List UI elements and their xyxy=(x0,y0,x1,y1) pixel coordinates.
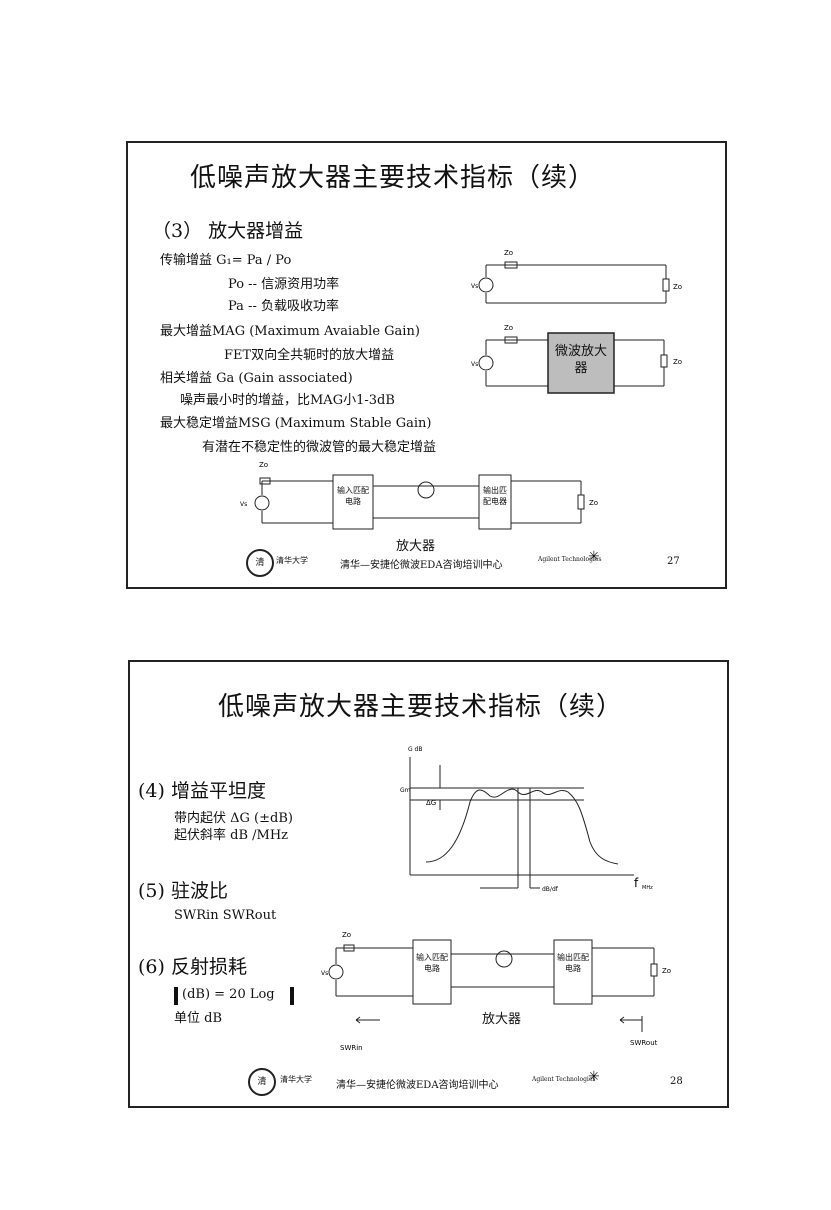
circuit-diagram-amplifier xyxy=(254,474,585,530)
po-definition: Po -- 信源资用功率 xyxy=(228,277,340,292)
ga-description: 噪声最小时的增益，比MAG小1-3dB xyxy=(180,393,395,408)
ripple-slope-text: 起伏斜率 dB /MHz xyxy=(174,828,289,843)
slide-title: 低噪声放大器主要技术指标（续） xyxy=(218,692,624,722)
gain-ripple-text: 带内起伏 ΔG (±dB) xyxy=(174,811,293,826)
pa-definition: Pa -- 负载吸收功率 xyxy=(228,299,339,314)
graph-dg-label: ΔG xyxy=(426,799,436,807)
vs-label-3: Vs xyxy=(240,501,247,508)
university-logo: 清 xyxy=(248,1068,276,1096)
amplifier-caption: 放大器 xyxy=(482,1012,522,1027)
ga-text: 相关增益 Ga (Gain associated) xyxy=(160,371,353,386)
vs-label-2: Vs xyxy=(471,361,478,368)
slide-title: 低噪声放大器主要技术指标（续） xyxy=(190,163,596,193)
gamma-magnitude-icon xyxy=(290,987,294,1005)
zl-label-1: Zo xyxy=(673,283,682,291)
agilent-text: Agilent Technologies xyxy=(532,1076,596,1083)
zl-label-3: Zo xyxy=(589,499,598,507)
item-return-loss: (6) 反射损耗 xyxy=(138,956,247,978)
output-matching-label: 输出匹配电器 xyxy=(483,486,507,506)
zo-label-load: Zo xyxy=(662,967,671,975)
swr-in-label: SWRin xyxy=(340,1044,363,1052)
page-number: 27 xyxy=(667,556,680,567)
swr-out-label: SWRout xyxy=(630,1039,658,1047)
return-loss-formula: (dB) = 20 Log xyxy=(182,987,275,1002)
gamma-symbol-icon xyxy=(174,987,178,1005)
item-gain-flatness: (4) 增益平坦度 xyxy=(138,780,266,802)
graph-slope-label: dB/df xyxy=(542,886,559,893)
university-name: 清华大学 xyxy=(280,1075,312,1084)
graph-gm-label: Gm xyxy=(400,787,411,794)
graph-y-label: G dB xyxy=(408,746,422,753)
amplifier-caption: 放大器 xyxy=(396,539,436,554)
input-matching-label: 输入匹配电路 xyxy=(337,486,369,506)
university-logo: 清 xyxy=(246,549,274,577)
vs-label: Vs xyxy=(321,970,328,977)
section-heading: （3） 放大器增益 xyxy=(152,220,304,242)
circuit-diagram-simple: Zo Vs Zo Zo Vs Zo Zo Vs Zo xyxy=(240,249,682,530)
mag-description: FET双向全共轭时的放大增益 xyxy=(224,348,395,363)
slide-28: 低噪声放大器主要技术指标（续） (4) 增益平坦度 带内起伏 ΔG (±dB) … xyxy=(128,660,729,1108)
amplifier-circuit xyxy=(328,939,658,1032)
footer-center-text: 清华—安捷伦微波EDA咨询培训中心 xyxy=(340,560,503,571)
amplifier-block-label: 微波放大器 xyxy=(554,344,607,376)
transfer-gain-text: 传输增益 G₁= Pa / Po xyxy=(160,253,292,268)
input-matching-label: 输入匹配电路 xyxy=(416,953,448,973)
page-number: 28 xyxy=(670,1076,683,1087)
gain-flatness-graph: G dB Gm ΔG f MHz dB/df xyxy=(321,746,671,1052)
msg-description: 有潜在不稳定性的微波管的最大稳定增益 xyxy=(202,440,437,455)
zo-label-2: Zo xyxy=(504,324,513,332)
zo-label-source: Zo xyxy=(342,931,351,939)
item-swr: (5) 驻波比 xyxy=(138,880,228,902)
msg-text: 最大稳定增益MSG (Maximum Stable Gain) xyxy=(160,416,432,431)
agilent-spark-icon: ✳ xyxy=(588,549,600,565)
graph-x-unit: MHz xyxy=(642,885,653,891)
unit-text: 单位 dB xyxy=(174,1011,223,1026)
footer-center-text: 清华—安捷伦微波EDA咨询培训中心 xyxy=(336,1080,499,1091)
amplifier-block xyxy=(547,332,615,394)
agilent-text: Agilent Technologies xyxy=(538,556,602,563)
zo-label-1: Zo xyxy=(504,249,513,257)
mag-text: 最大增益MAG (Maximum Avaiable Gain) xyxy=(160,324,420,339)
graph-x-label: f xyxy=(634,876,639,890)
slide-27: 低噪声放大器主要技术指标（续） （3） 放大器增益 传输增益 G₁= Pa / … xyxy=(126,141,727,589)
zo-label-3: Zo xyxy=(259,461,268,469)
agilent-spark-icon: ✳ xyxy=(588,1069,600,1085)
vs-label-1: Vs xyxy=(471,283,478,290)
swr-text: SWRin SWRout xyxy=(174,908,277,923)
output-matching-label: 输出匹配电路 xyxy=(557,953,589,973)
zl-label-2: Zo xyxy=(673,358,682,366)
university-name: 清华大学 xyxy=(276,556,308,565)
